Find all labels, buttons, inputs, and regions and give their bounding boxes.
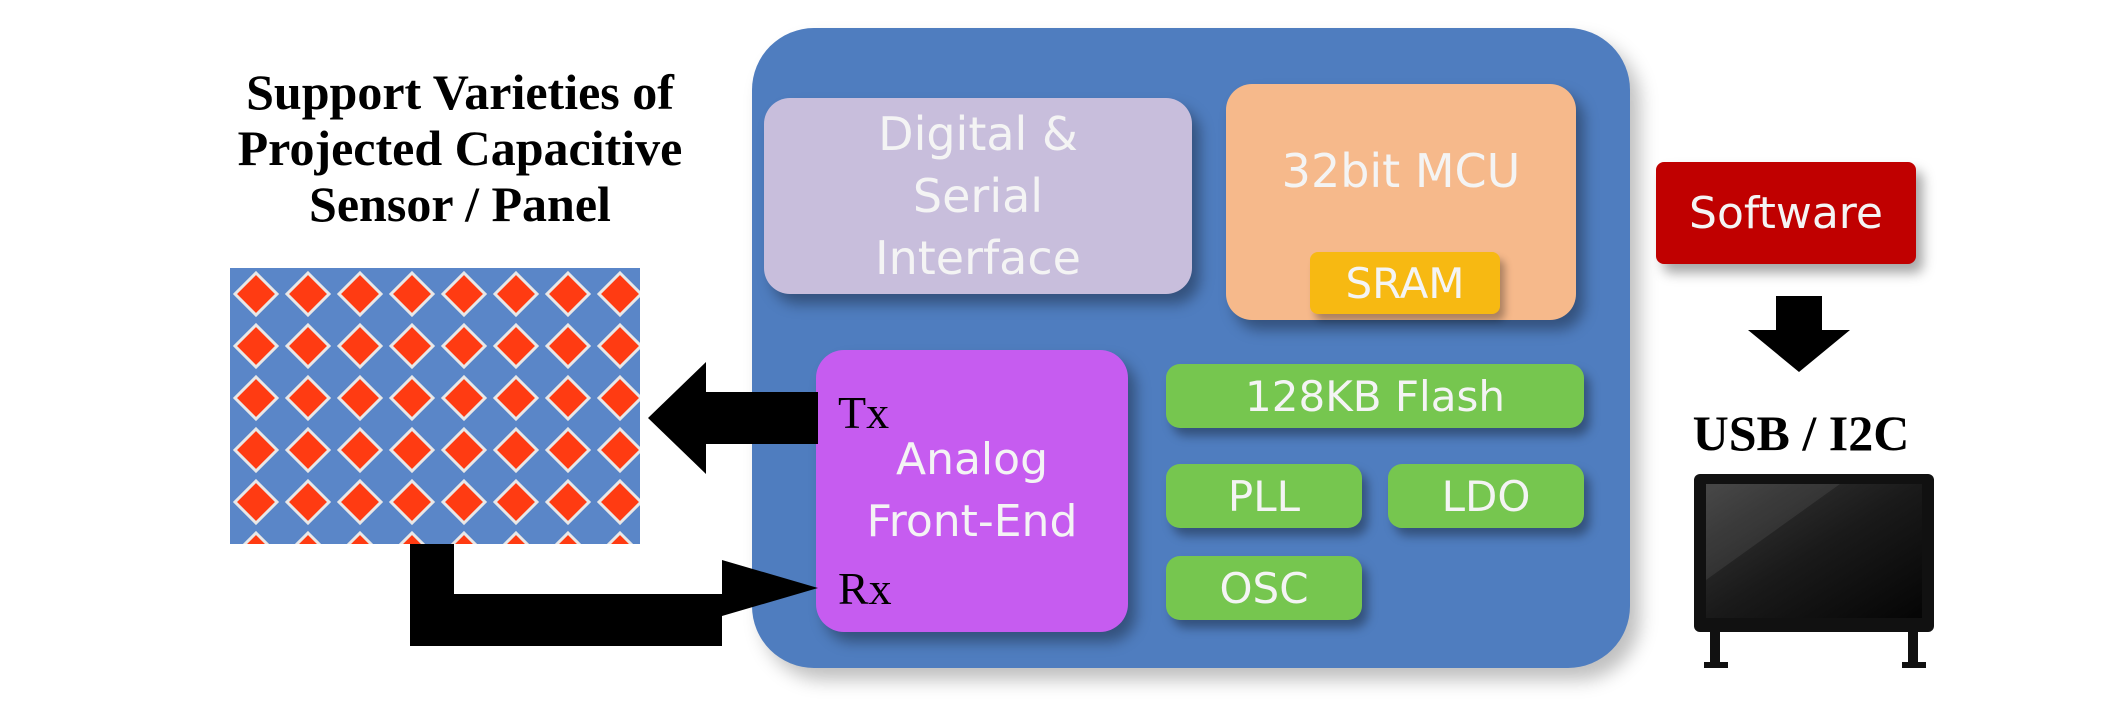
down-arrow xyxy=(1748,296,1850,372)
analog-front-end-label: Analog Front-End xyxy=(866,434,1078,547)
tx-arrow xyxy=(648,362,818,474)
software-box: Software xyxy=(1656,162,1916,264)
panel-title-line-3: Sensor / Panel xyxy=(309,176,611,232)
digital-serial-interface-label: Digital & Serial Interface xyxy=(875,107,1081,285)
ldo-label: LDO xyxy=(1441,471,1531,521)
sensor-panel xyxy=(230,268,640,544)
flash-block: 128KB Flash xyxy=(1166,364,1584,428)
panel-title-line-1: Support Varieties of xyxy=(246,64,674,120)
osc-block: OSC xyxy=(1166,556,1362,620)
pll-block: PLL xyxy=(1166,464,1362,528)
ldo-block: LDO xyxy=(1388,464,1584,528)
tx-label: Tx xyxy=(838,387,890,438)
analog-front-end-block: Analog Front-End xyxy=(816,350,1128,632)
pll-label: PLL xyxy=(1227,471,1301,521)
software-label: Software xyxy=(1689,187,1883,239)
osc-label: OSC xyxy=(1219,563,1309,613)
flash-label: 128KB Flash xyxy=(1245,371,1505,421)
interface-label: USB / I2C xyxy=(1692,405,1910,461)
mcu-label: 32bit MCU xyxy=(1281,144,1521,198)
digital-serial-interface-block: Digital & Serial Interface xyxy=(764,98,1192,294)
sram-label: SRAM xyxy=(1345,258,1465,308)
sram-block: SRAM xyxy=(1310,252,1500,314)
monitor-icon xyxy=(1694,474,1934,668)
panel-title-line-2: Projected Capacitive xyxy=(237,120,683,176)
rx-label: Rx xyxy=(838,563,892,614)
